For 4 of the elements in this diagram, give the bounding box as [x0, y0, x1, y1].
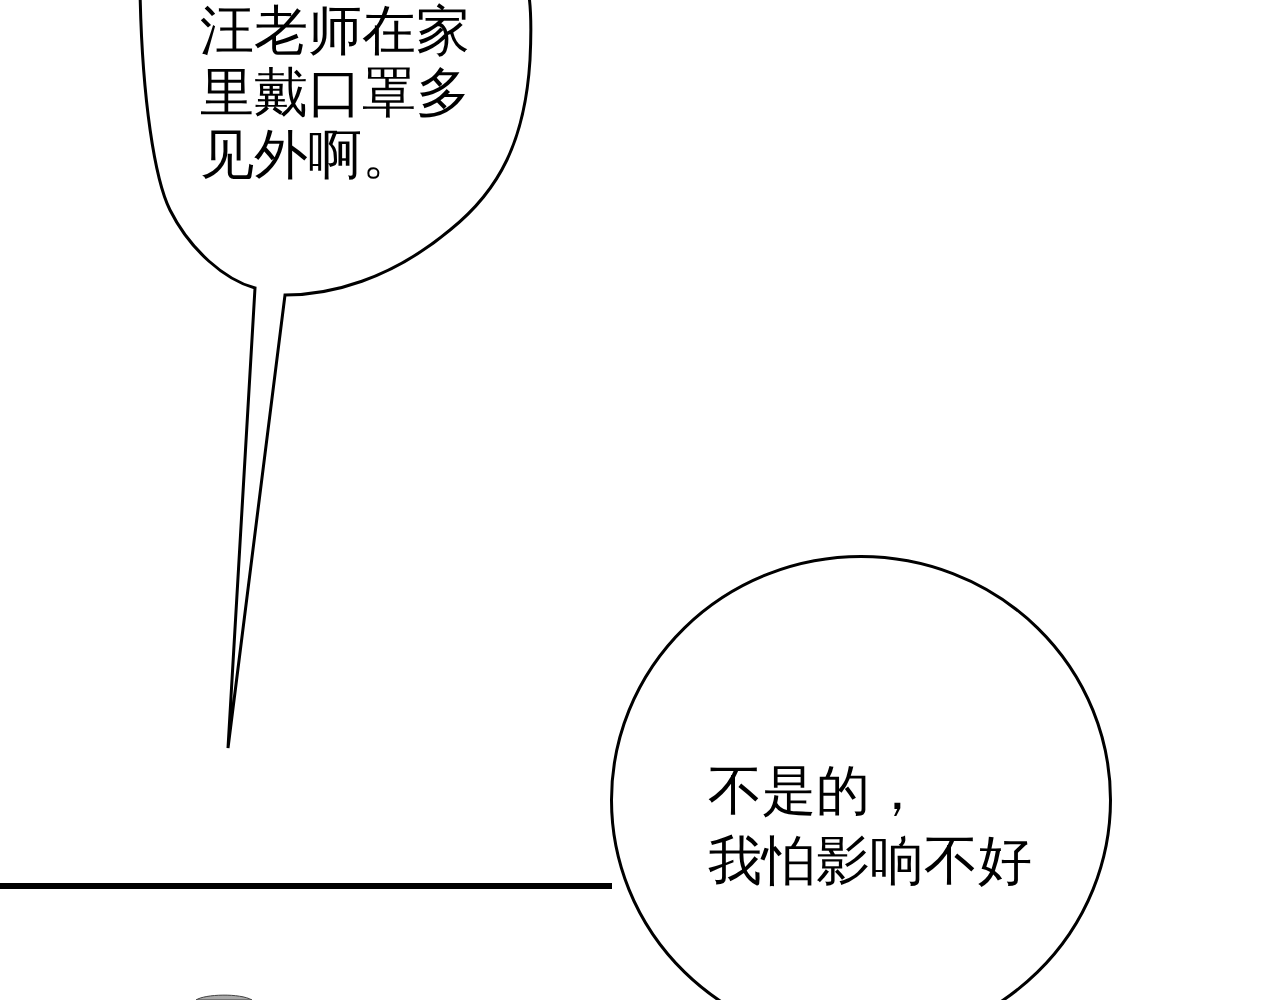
speech-bubble — [610, 555, 1112, 1000]
speech-text: 不是的， — [708, 760, 925, 822]
speech-text: 汪老师在家里戴口罩多见外啊。 — [200, 0, 471, 186]
speech-text: 我怕影响不好 — [708, 830, 1033, 892]
